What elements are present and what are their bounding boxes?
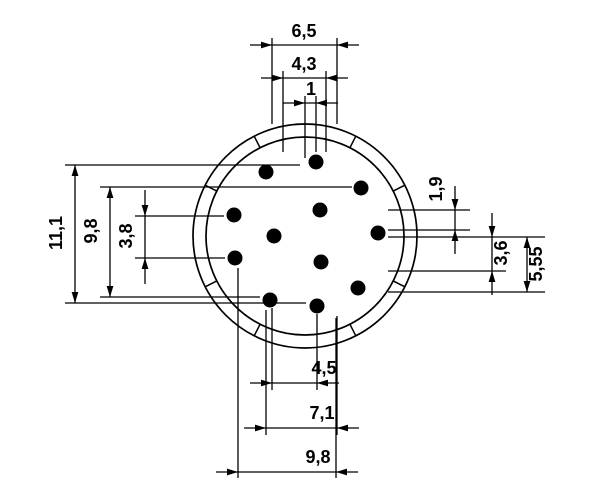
arrowhead: [451, 199, 459, 210]
arrowhead: [451, 230, 459, 241]
ring-tick: [392, 280, 406, 288]
arrowhead: [523, 237, 531, 248]
arrowhead: [261, 41, 272, 49]
pin-7: [227, 250, 243, 266]
dimension-bottom-4-5: 4,5: [250, 308, 339, 390]
dim-label-5-55: 5,55: [526, 246, 546, 281]
ring-tick: [204, 184, 218, 192]
dim-label-4-3: 4,3: [291, 54, 316, 74]
dim-label-6-5: 6,5: [291, 21, 316, 41]
pin-12: [266, 228, 282, 244]
dimension-bottom-7-1: 7,1: [244, 310, 359, 435]
arrowhead: [255, 424, 266, 432]
pin-6: [262, 292, 278, 308]
ring-tick: [349, 135, 357, 149]
arrowhead: [272, 74, 283, 82]
pin-4: [350, 280, 366, 296]
dim-label-11-1: 11,1: [46, 216, 66, 250]
arrowhead: [488, 271, 496, 282]
dimension-left-9-8: 9,8: [81, 186, 352, 298]
dim-label-7-1: 7,1: [309, 403, 334, 423]
arrowhead: [488, 226, 496, 237]
dimension-top-1: 1: [283, 79, 338, 158]
arrowhead: [337, 41, 348, 49]
arrowhead: [71, 292, 79, 303]
dimension-left-11-1: 11,1: [46, 164, 306, 304]
pins: [226, 154, 386, 314]
dim-label-3-6: 3,6: [491, 240, 511, 265]
dim-label-9-8-bottom: 9,8: [305, 447, 330, 467]
dim-label-4-5: 4,5: [311, 358, 336, 378]
ring-tick: [253, 323, 261, 337]
ring-ticks: [204, 135, 406, 337]
pin-5: [309, 298, 325, 314]
arrowhead: [523, 281, 531, 292]
arrowhead: [71, 165, 79, 176]
dim-label-1-9: 1,9: [426, 176, 446, 201]
connector-face: [192, 123, 418, 349]
arrowhead: [316, 99, 327, 107]
arrowhead: [317, 379, 328, 387]
arrowhead: [106, 187, 114, 198]
pin-3: [370, 225, 386, 241]
dim-label-3-8: 3,8: [116, 223, 136, 248]
dimension-right-1-9: 1,9: [388, 176, 470, 254]
arrowhead: [336, 468, 347, 476]
ring-tick: [349, 323, 357, 337]
pin-8: [226, 207, 242, 223]
arrowhead: [106, 286, 114, 297]
pin-2: [353, 180, 369, 196]
arrowhead: [294, 99, 305, 107]
arrowhead: [141, 205, 149, 216]
dim-label-9-8-left: 9,8: [81, 218, 101, 243]
dimension-left-3-8: 3,8: [116, 190, 225, 284]
dim-label-1: 1: [306, 79, 316, 99]
pin-9: [258, 164, 274, 180]
dimension-top-4-3: 4,3: [261, 54, 348, 152]
arrowhead: [227, 468, 238, 476]
ring-tick: [392, 184, 406, 192]
dimension-bottom-9-8: 9,8: [216, 268, 358, 478]
pin-1: [308, 154, 324, 170]
arrowhead: [326, 74, 337, 82]
ring-tick: [204, 280, 218, 288]
arrowhead: [141, 258, 149, 269]
ring-tick: [253, 135, 261, 149]
pin-10: [312, 202, 328, 218]
pin-11: [313, 254, 329, 270]
arrowhead: [337, 424, 348, 432]
dimension-right-3-6: 3,6: [388, 213, 545, 295]
dimension-right-5-55: 5,55: [388, 237, 546, 293]
